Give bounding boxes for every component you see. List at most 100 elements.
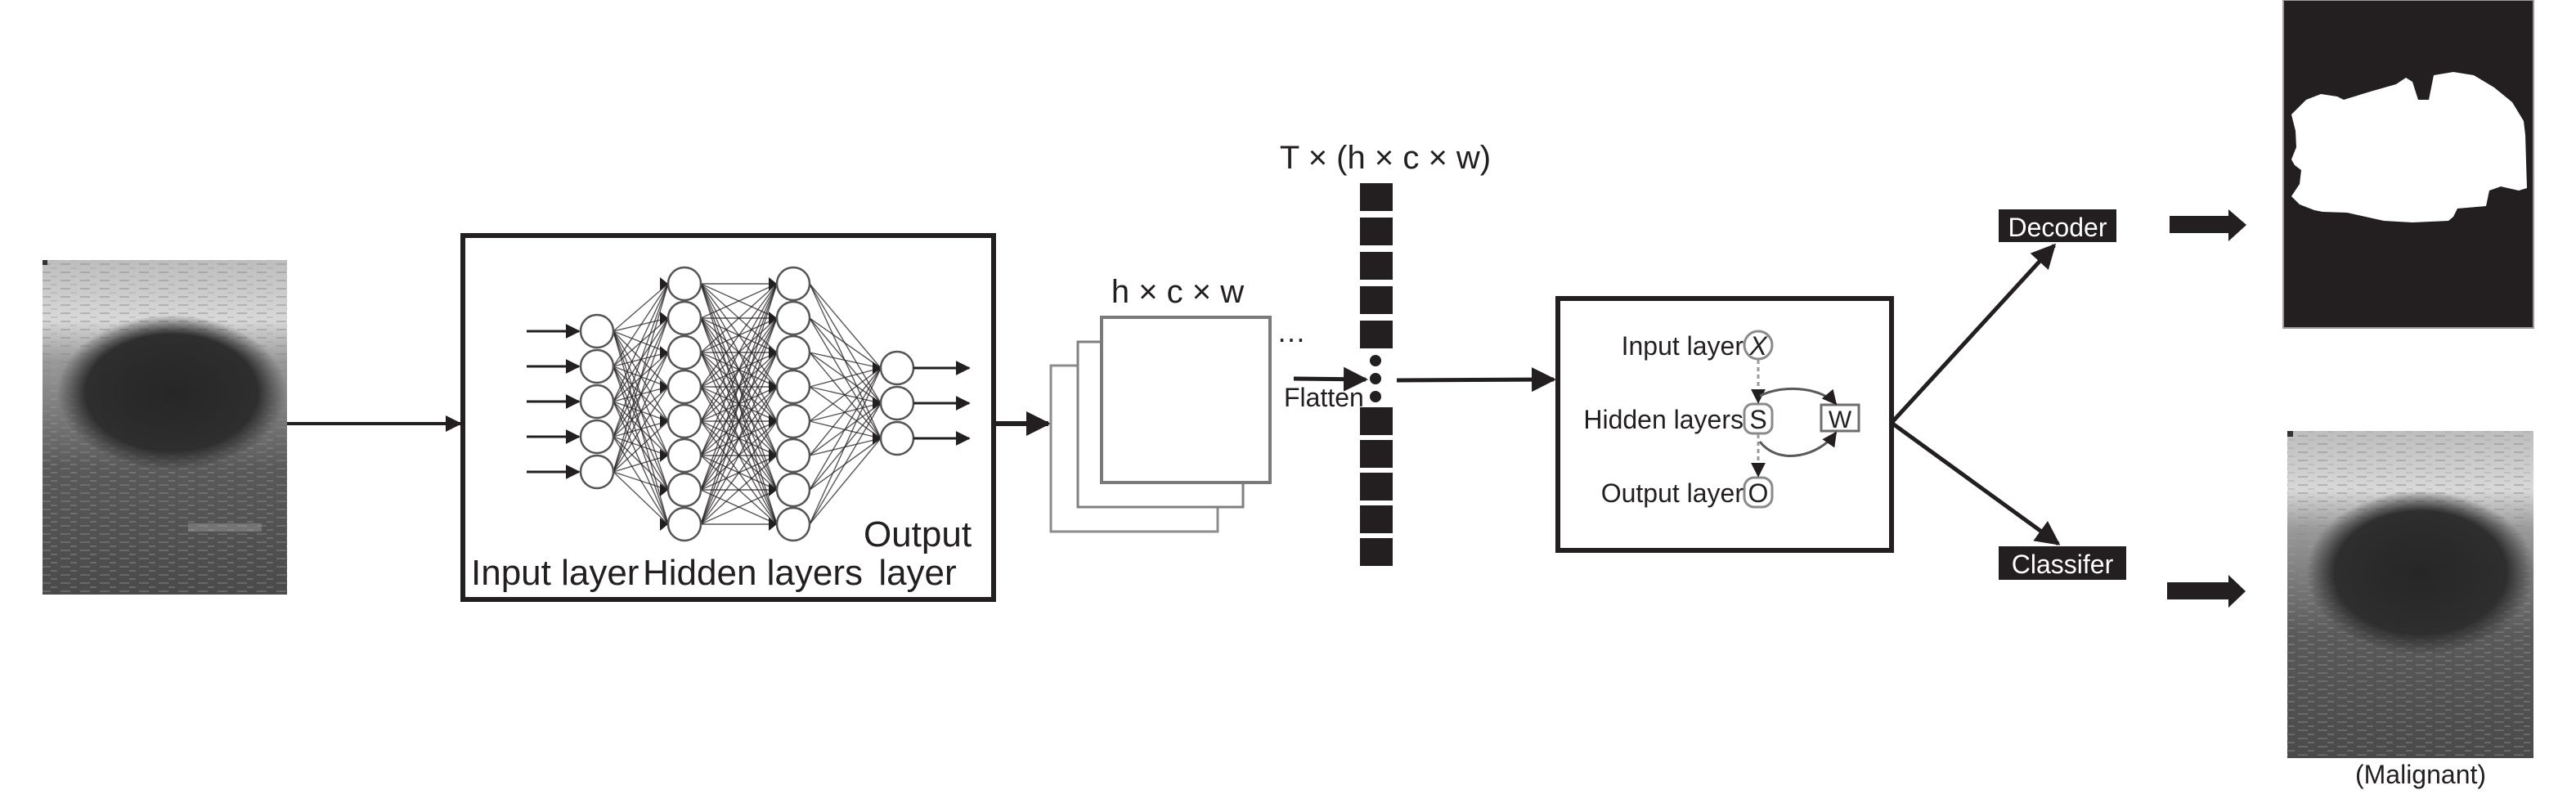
nn-neuron-hidden-2	[775, 506, 811, 542]
block-arrow-decoder-icon	[2170, 209, 2246, 241]
nn-connection	[809, 367, 882, 456]
flatten-vector-ellipsis-dot	[1370, 373, 1381, 384]
flatten-vector-cell	[1360, 286, 1393, 314]
nn-neuron-hidden-1	[666, 438, 702, 474]
nn-connection-arrowhead	[769, 415, 777, 428]
rnn-weight-node: W	[1820, 403, 1860, 433]
nn-neuron-input	[579, 313, 615, 349]
rnn-label-input-layer: Input layer	[1622, 331, 1744, 361]
nn-neuron-output	[879, 350, 915, 386]
flatten-vector-cell	[1360, 407, 1393, 435]
flatten-vector-cell	[1360, 538, 1393, 566]
flatten-vector-ellipsis-dot	[1370, 355, 1381, 366]
nn-connection	[613, 352, 669, 473]
nn-connection	[700, 352, 778, 525]
nn-output-arrows	[913, 361, 971, 446]
nn-connection	[700, 283, 778, 491]
rnn-row-output: Output layer O	[1601, 476, 1774, 509]
rnn-node-o-label: O	[1748, 478, 1769, 508]
nn-connection	[613, 283, 669, 332]
nn-connection	[809, 367, 882, 491]
segmentation-mask-output	[2282, 0, 2534, 329]
flatten-vector-cell	[1360, 505, 1393, 533]
rnn-node-o	[1743, 476, 1774, 509]
nn-input-arrows	[527, 324, 581, 479]
flatten-vector-cell	[1360, 321, 1393, 348]
flatten-vector-cell	[1360, 252, 1393, 280]
nn-connection-arrowhead	[769, 449, 777, 462]
flatten-dimension-title: T × (h × c × w)	[1280, 140, 1491, 176]
flatten-vector-cell	[1360, 218, 1393, 245]
nn-connection	[809, 367, 882, 388]
lesion-mask-shape	[2291, 72, 2527, 222]
nn-connection	[700, 489, 778, 525]
nn-connection-arrowhead	[660, 483, 668, 496]
nn-connection	[700, 317, 778, 525]
classifier-head: Classifer	[1999, 546, 2126, 580]
nn-neuron-hidden-2	[775, 266, 811, 302]
nn-connection	[809, 438, 882, 525]
nn-connection	[809, 367, 882, 525]
nn-neuron-input	[579, 384, 615, 420]
arrow-flatten-to-rnn	[1396, 367, 1556, 393]
flatten-vector-cell	[1360, 440, 1393, 468]
nn-connection	[613, 420, 669, 473]
nn-neuron-input	[579, 348, 615, 384]
nn-connection	[700, 283, 778, 422]
nn-neuron-hidden-1	[666, 403, 702, 439]
feature-map-front	[1100, 316, 1272, 484]
arrow-rnn-to-classifier	[1890, 420, 2061, 546]
nn-connection-arrowhead	[660, 449, 668, 462]
nn-label-output-line2: layer	[878, 553, 956, 593]
nn-neuron-hidden-2	[775, 438, 811, 474]
nn-connection-arrowhead	[769, 346, 777, 359]
nn-connection	[809, 367, 882, 422]
nn-connection-arrowhead	[660, 518, 668, 531]
nn-label-hidden-layers: Hidden layers	[643, 553, 863, 593]
nn-connection	[700, 455, 778, 525]
nn-connection-arrowhead	[873, 397, 881, 410]
nn-connection	[613, 455, 669, 473]
nn-connection-arrowhead	[660, 415, 668, 428]
nn-connection-arrowhead	[660, 312, 668, 325]
nn-neuron-hidden-2	[775, 403, 811, 439]
nn-connection	[613, 317, 669, 473]
flattened-vector	[1360, 183, 1393, 566]
nn-connection	[613, 283, 669, 438]
rnn-node-s-label: S	[1749, 405, 1766, 434]
nn-connections	[613, 277, 882, 531]
nn-connection	[809, 317, 882, 369]
rnn-node-s	[1743, 402, 1774, 435]
classifier-box	[1999, 546, 2126, 580]
feature-map-ellipsis: …	[1277, 315, 1306, 348]
feature-map-dimension-label: h × c × w	[1111, 274, 1244, 310]
rnn-label-output-layer: Output layer	[1601, 478, 1744, 508]
classifier-label: Classifer	[2012, 550, 2114, 579]
nn-connection	[613, 471, 669, 491]
nn-neuron-input	[579, 419, 615, 455]
flatten-vector-cell	[1360, 183, 1393, 211]
nn-neuron-input	[579, 454, 615, 490]
nn-connection-arrowhead	[769, 312, 777, 325]
nn-connection	[700, 386, 778, 525]
rnn-row-input: Input layer X	[1622, 330, 1774, 361]
block-arrow-classifier-icon	[2167, 575, 2246, 608]
rnn-edge-w-to-s	[1758, 431, 1838, 457]
decoder-head: Decoder	[1999, 209, 2116, 242]
rnn-row-hidden: Hidden layers S	[1583, 402, 1774, 435]
arrow-rnn-to-decoder	[1890, 243, 2057, 424]
nn-neuron-output	[879, 420, 915, 456]
nn-connection	[700, 283, 778, 353]
nn-connection	[809, 283, 882, 369]
nn-connection-arrowhead	[769, 518, 777, 531]
nn-neuron-hidden-2	[775, 334, 811, 370]
nn-connection	[809, 352, 882, 369]
feature-map-stack	[1049, 316, 1272, 533]
nn-connection	[700, 283, 778, 525]
classified-ultrasound-output	[2287, 431, 2535, 758]
nn-neuron-hidden-1	[666, 300, 702, 336]
nn-connection	[700, 283, 778, 388]
nn-neuron-hidden-2	[775, 472, 811, 508]
nn-connection	[613, 283, 669, 367]
